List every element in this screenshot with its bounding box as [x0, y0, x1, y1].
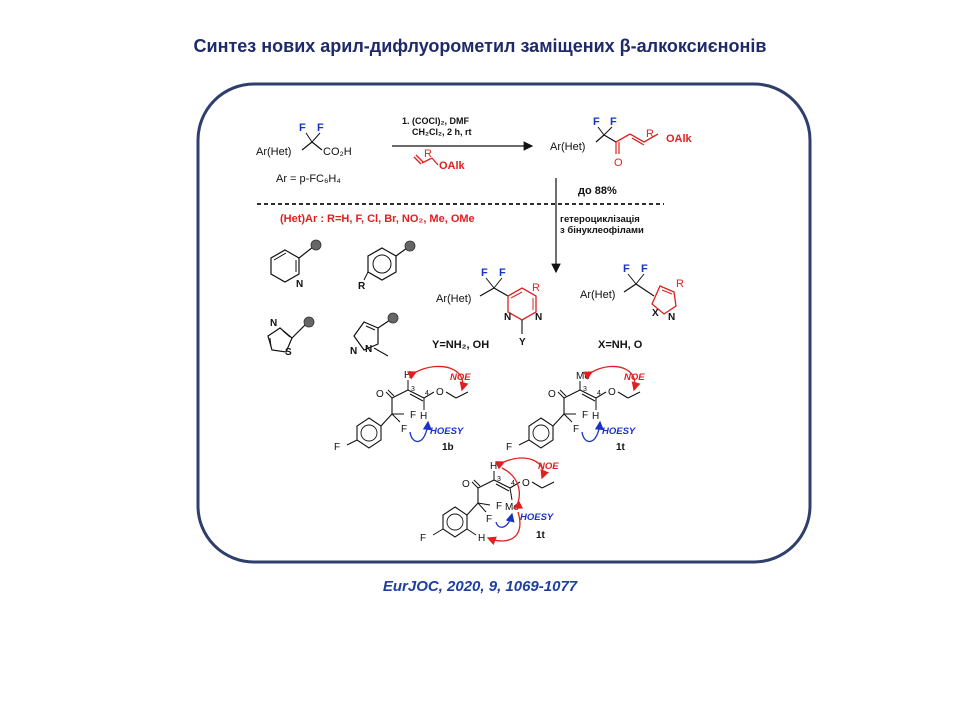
vinyl-ether-oalk: OAlk [439, 160, 466, 172]
azole-n: N [668, 312, 675, 323]
enone-product: F F Ar(Het) R OAlk O [550, 116, 693, 169]
noe-1t-b-o2: O [522, 478, 530, 489]
noe-1b-o2: O [436, 387, 444, 398]
product-r: R [646, 128, 654, 140]
noe-1t-b-noe: NOE [538, 461, 559, 472]
noe-1t-b-hoesy: HOESY [520, 512, 555, 523]
acid-arhet: Ar(Het) [256, 146, 291, 158]
acid-f1: F [299, 122, 306, 134]
product-f1: F [593, 116, 600, 128]
product-f2: F [610, 116, 617, 128]
noe-1t-a-o1: O [548, 389, 556, 400]
noe-1b-noe: NOE [450, 372, 471, 383]
product-o: O [614, 157, 623, 169]
acid-co2h: CO₂H [323, 146, 352, 158]
azole-arhet: Ar(Het) [580, 289, 615, 301]
pyrimidine-n2: N [535, 312, 542, 323]
noe-1t-b-ring-f: F [420, 533, 426, 544]
product-oalk: OAlk [666, 133, 693, 145]
noe-1t-a-noe: NOE [624, 372, 645, 383]
noe-1t-b-id: 1t [536, 530, 546, 541]
acid-f2: F [317, 122, 324, 134]
noe-1t-a-f1: F [582, 410, 588, 421]
heterocyclization-line-2: з бінуклеофілами [560, 225, 644, 236]
noe-1t-a-o2: O [608, 387, 616, 398]
product-arhet: Ar(Het) [550, 141, 585, 153]
noe-1b-f2: F [401, 424, 407, 435]
thiazole-n: N [270, 318, 277, 329]
pyrazole-n1: N [350, 346, 357, 357]
thiazolyl-substituent: N S [267, 316, 315, 358]
azole-f1: F [623, 263, 630, 275]
azole-r: R [676, 278, 684, 290]
pyrimidine-product: F F Ar(Het) R N N Y Y=NH₂, OH [432, 267, 542, 351]
thiazole-s: S [285, 347, 292, 358]
azole-product: F F Ar(Het) R X N X=NH, O [580, 263, 684, 351]
noe-1t-a-id: 1t [616, 442, 626, 453]
noe-1t-b-me: Me [505, 502, 519, 513]
noe-1t-a-sub: Me [576, 371, 590, 382]
noe-structure-1b: F O O F F H H 3 4 NOE HOESY 1b [334, 365, 471, 453]
noe-1t-a-h-vinyl: H [592, 411, 599, 422]
noe-1t-b-f2: F [486, 514, 492, 525]
noe-1t-b-c3: 3 [497, 476, 501, 483]
noe-1t-a-c4: 4 [597, 390, 601, 397]
noe-1t-b-f1: F [496, 501, 502, 512]
noe-1b-f1: F [410, 410, 416, 421]
noe-1b-h-vinyl: H [420, 411, 427, 422]
noe-1t-a-hoesy: HOESY [602, 426, 637, 437]
noe-1b-ring-f: F [334, 442, 340, 453]
pyrimidine-n1: N [504, 312, 511, 323]
noe-1b-hoesy: HOESY [430, 426, 465, 437]
pyridyl-substituent: N [270, 239, 322, 290]
noe-1t-a-c3: 3 [583, 386, 587, 393]
noe-1t-b-sub: H [490, 461, 497, 472]
arhet-scope: (Het)Ar : R=H, F, Cl, Br, NO₂, Me, OMe [280, 213, 475, 225]
azole-caption: X=NH, O [598, 339, 643, 351]
azole-f2: F [641, 263, 648, 275]
noe-structure-1t-b: F O O F F H Me H 3 4 NOE HOESY 1t [420, 457, 559, 546]
pyrimidine-f2: F [499, 267, 506, 279]
starting-acid: F F Ar(Het) CO₂H Ar = p-FC₆H₄ [256, 122, 352, 185]
aryl-r: R [358, 281, 366, 292]
noe-1b-c4: 4 [425, 390, 429, 397]
noe-1b-id: 1b [442, 442, 454, 453]
citation: EurJOC, 2020, 9, 1069-1077 [382, 578, 578, 595]
pyrimidine-y: Y [519, 337, 526, 348]
aryl-substituent: R [358, 240, 416, 292]
pyrimidine-r: R [532, 282, 540, 294]
pyrimidine-caption: Y=NH₂, OH [432, 339, 489, 351]
slide-title: Синтез нових арил-дифлуорометил заміщени… [193, 36, 767, 56]
reagent-line-1: 1. (COCl)₂, DMF [402, 116, 469, 126]
noe-1t-b-h-ar: H [478, 533, 485, 544]
azole-x: X [652, 308, 659, 319]
noe-1t-b-c4: 4 [511, 480, 515, 487]
pyrazolyl-substituent: N N [350, 312, 399, 357]
pyrimidine-arhet: Ar(Het) [436, 293, 471, 305]
ar-definition: Ar = p-FC₆H₄ [276, 173, 341, 185]
pyridyl-n: N [296, 279, 303, 290]
noe-1b-c3: 3 [411, 386, 415, 393]
pyrazole-n2: N [365, 344, 372, 355]
noe-1t-a-ring-f: F [506, 442, 512, 453]
noe-1b-o1: O [376, 389, 384, 400]
heterocyclization-line-1: гетероциклізація [560, 214, 640, 225]
yield-label: до 88% [578, 185, 617, 197]
vinyl-ether-r: R [424, 148, 432, 160]
noe-1t-b-o1: O [462, 479, 470, 490]
reagent-line-2: CH₂Cl₂, 2 h, rt [412, 127, 472, 137]
noe-structure-1t-a: F O O F F Me H 3 4 NOE HOESY 1t [506, 365, 645, 453]
vinyl-ether: R OAlk [413, 148, 466, 172]
pyrimidine-f1: F [481, 267, 488, 279]
scheme-frame [196, 82, 812, 564]
noe-1b-sub: H [404, 370, 411, 381]
noe-1t-a-f2: F [573, 424, 579, 435]
